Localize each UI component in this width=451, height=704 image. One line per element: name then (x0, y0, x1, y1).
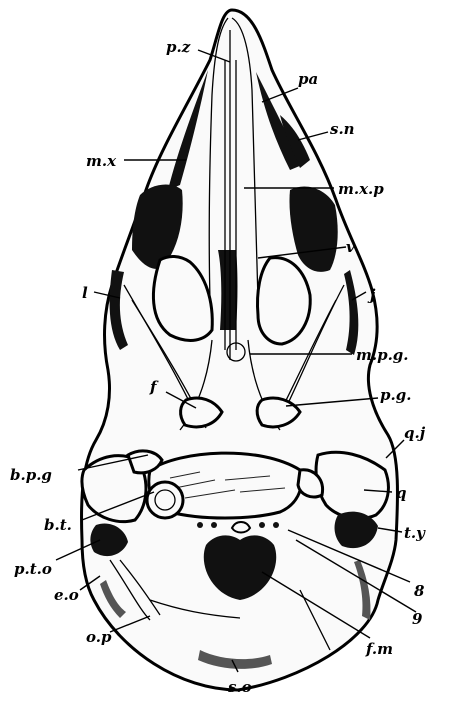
label-pz: p.z (166, 38, 191, 56)
label-mpg: m.p.g. (356, 346, 409, 364)
label-v: v (346, 238, 355, 256)
label-ty: t.y (404, 524, 426, 542)
label-so: s.o (228, 678, 252, 696)
label-pto: p.t.o (14, 560, 52, 578)
label-l: l (82, 284, 88, 302)
label-n9: 9 (412, 610, 423, 628)
label-bt: b.t. (44, 516, 72, 534)
basisphenoid-region (147, 453, 301, 518)
label-mx: m.x (86, 152, 117, 170)
label-op: o.p (86, 628, 112, 646)
label-fm: f.m (365, 640, 393, 658)
label-q: q (396, 484, 407, 502)
label-pa: pa (298, 70, 318, 88)
label-sn: s.n (330, 120, 355, 138)
label-n8: 8 (414, 582, 425, 600)
label-mxp: m.x.p (338, 180, 384, 198)
label-qj: q.j (404, 424, 426, 442)
label-bpg: b.p.g (10, 466, 52, 484)
label-pg: p.g. (380, 386, 411, 404)
label-eo: e.o (54, 586, 79, 604)
